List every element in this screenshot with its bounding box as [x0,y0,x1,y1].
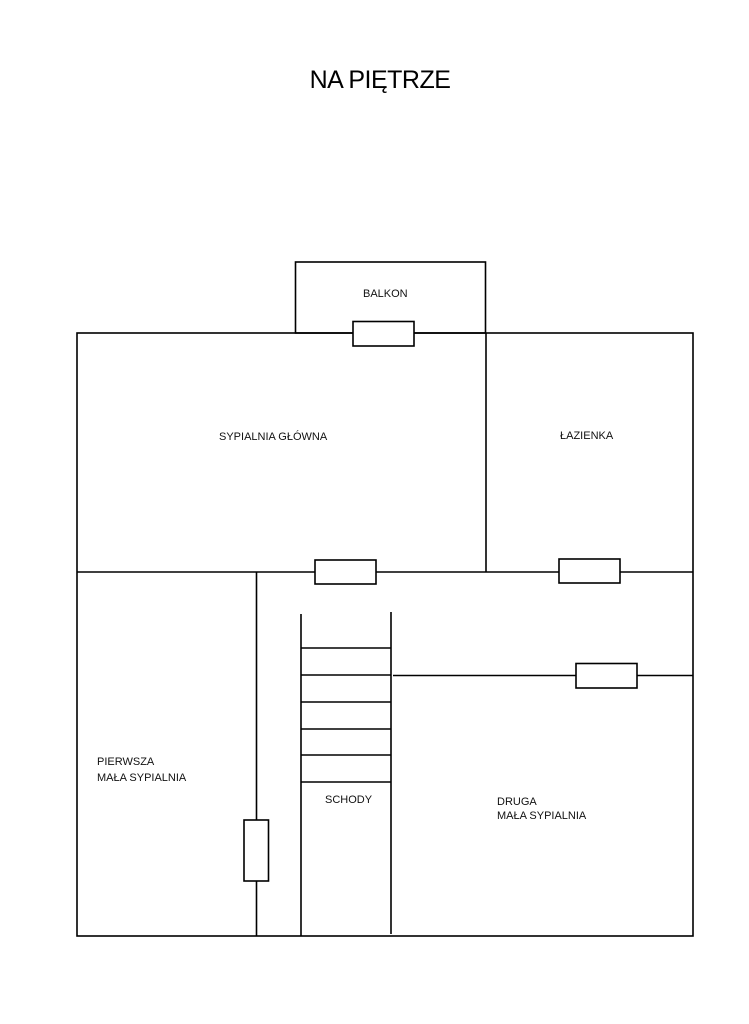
room-label-balcony: BALKON [363,288,408,300]
room-label-bathroom: ŁAZIENKA [560,430,614,442]
room-label-second-small-line1: DRUGA [497,796,537,808]
room-label-first-small-line1: PIERWSZA [97,756,155,768]
door-second-small-bedroom[interactable] [575,662,638,689]
plan-title: NA PIĘTRZE [309,66,451,94]
room-label-stairs: SCHODY [325,794,373,806]
room-label-second-small-line2: MAŁA SYPIALNIA [497,810,587,822]
door-master-bedroom[interactable] [314,559,377,585]
outer-wall [76,332,694,937]
room-label-first-small-line2: MAŁA SYPIALNIA [97,772,187,784]
door-first-small-bedroom[interactable] [243,819,270,882]
door-bathroom[interactable] [558,558,621,584]
stair-steps [301,647,391,783]
door-balcony[interactable] [352,320,415,347]
room-label-master-bedroom: SYPIALNIA GŁÓWNA [219,431,328,443]
